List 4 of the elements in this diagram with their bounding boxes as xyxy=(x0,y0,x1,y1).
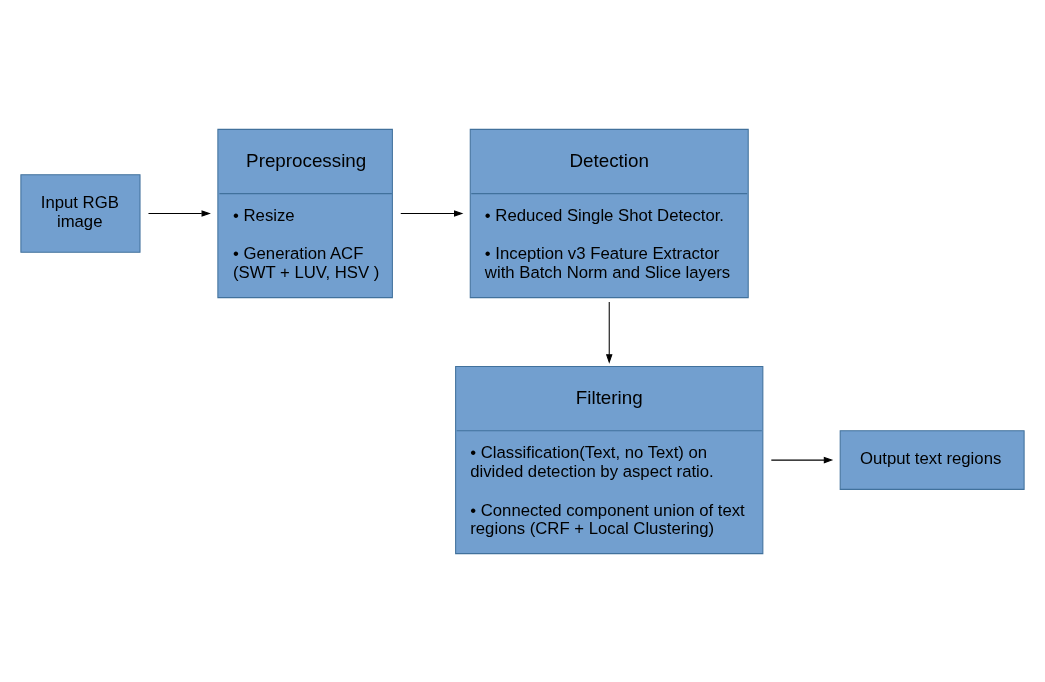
arrow xyxy=(770,456,834,463)
arrow xyxy=(605,301,613,364)
arrow xyxy=(400,209,464,217)
arrow xyxy=(147,209,211,217)
